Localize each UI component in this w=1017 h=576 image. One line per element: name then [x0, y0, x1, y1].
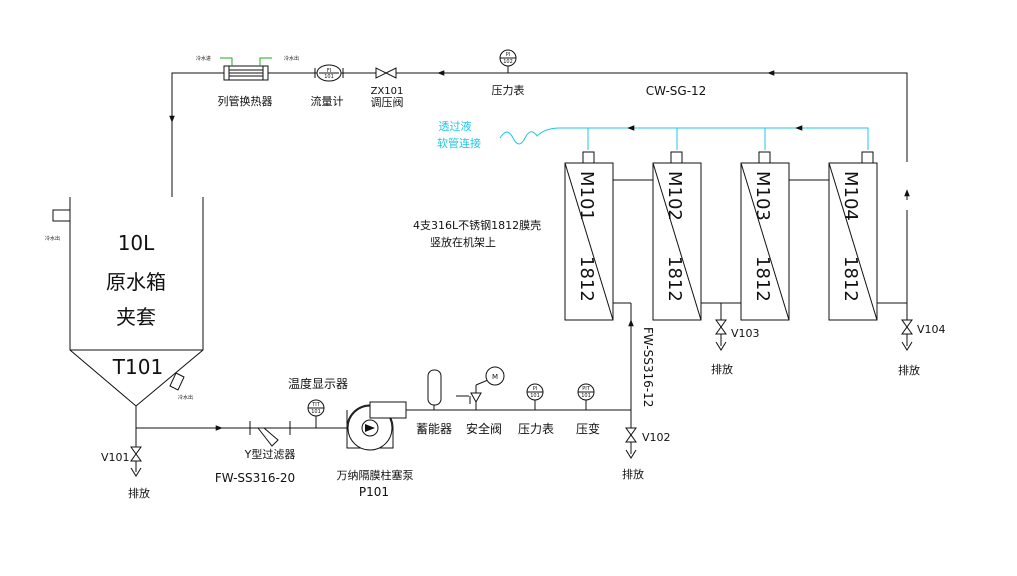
fi-no: 101 — [324, 74, 334, 80]
valve-v101[interactable] — [130, 446, 142, 477]
membrane-note-2: 竖放在机架上 — [430, 235, 496, 249]
pump-label: 万纳隔膜柱塞泵 — [337, 468, 414, 482]
drain3-label: 排放 — [711, 362, 733, 376]
membrane-m104[interactable] — [828, 151, 878, 321]
reg-valve-label: 调压阀 — [371, 95, 404, 109]
tank-name: 原水箱 — [106, 270, 166, 294]
cooling-in-label: 冷水进 — [196, 55, 211, 62]
m104-id: M104 — [840, 171, 861, 221]
v102-tag: V102 — [642, 431, 671, 444]
pi101-label: 压力表 — [518, 422, 554, 436]
y-strainer[interactable] — [249, 421, 291, 447]
drain2-label: 排放 — [622, 467, 644, 481]
pit101-tag: PIT — [582, 386, 590, 392]
m103-size: 1812 — [752, 256, 773, 302]
temp-display-label: 温度显示器 — [288, 376, 348, 391]
m104-size: 1812 — [840, 256, 861, 302]
fi-tag: FI — [327, 68, 331, 74]
valve-v104[interactable] — [901, 319, 913, 351]
membrane-m102[interactable] — [652, 151, 702, 321]
permeate-label-1: 透过液 — [439, 119, 472, 133]
valve-v102[interactable] — [625, 427, 637, 459]
pi101-no: 101 — [530, 393, 540, 399]
tank-volume: 10L — [118, 231, 155, 255]
safety-valve[interactable] — [456, 366, 505, 410]
diaphragm-pump[interactable] — [346, 401, 407, 451]
flow-meter-label: 流量计 — [311, 94, 344, 108]
tit-no: 101 — [311, 409, 321, 415]
m102-id: M102 — [664, 171, 685, 221]
drain1-label: 排放 — [128, 486, 150, 500]
permeate-label-2: 软管连接 — [437, 136, 481, 150]
safety-tag: M — [492, 373, 498, 381]
v103-tag: V103 — [731, 327, 760, 340]
tank-tag: T101 — [112, 355, 163, 379]
pi101-tag: PI — [533, 386, 538, 392]
pi102-no: 102 — [503, 59, 513, 65]
heat-exchanger[interactable] — [220, 57, 272, 81]
membrane-m103[interactable] — [740, 151, 790, 321]
zx101-tag: ZX101 — [371, 86, 404, 97]
filter-label: Y型过滤器 — [244, 447, 296, 461]
tit-tag: TIT — [311, 402, 321, 408]
heat-exchanger-label: 列管换热器 — [218, 94, 273, 108]
membrane-note-1: 4支316L不锈钢1812膜壳 — [413, 218, 541, 232]
permeate-pipe — [587, 127, 869, 150]
pi102-tag: PI — [506, 52, 511, 58]
drain4-label: 排放 — [898, 363, 920, 377]
v104-tag: V104 — [917, 323, 946, 336]
accumulator-label: 蓄能器 — [416, 422, 452, 436]
accumulator[interactable] — [427, 369, 442, 410]
m101-id: M101 — [576, 171, 597, 221]
tank-jacket: 夹套 — [116, 305, 156, 329]
pit101-no: 101 — [581, 393, 591, 399]
pump-tag: P101 — [359, 485, 389, 499]
tank-cooling-label-top: 冷水出 — [45, 235, 60, 242]
return-line-label: CW-SG-12 — [646, 84, 707, 98]
transmitter-label: 压变 — [576, 421, 600, 436]
pressure-regulating-valve[interactable] — [375, 67, 397, 79]
v101-tag: V101 — [101, 451, 130, 464]
valve-v103[interactable] — [715, 319, 727, 351]
return-pipe — [171, 72, 908, 220]
riser-line-label: FW-SS316-12 — [641, 327, 655, 407]
m103-id: M103 — [752, 171, 773, 221]
cooling-out-label: 冷水出 — [284, 55, 299, 62]
m102-size: 1812 — [664, 256, 685, 302]
m101-size: 1812 — [576, 256, 597, 302]
flow-meter[interactable] — [314, 64, 344, 82]
feed-line-label: FW-SS316-20 — [215, 471, 295, 485]
pi102-label: 压力表 — [492, 83, 525, 97]
tank-cooling-label-bottom: 冷水出 — [178, 394, 193, 401]
safety-valve-label: 安全阀 — [466, 421, 502, 436]
permeate-hose — [499, 127, 588, 145]
membrane-m101[interactable] — [564, 151, 614, 321]
